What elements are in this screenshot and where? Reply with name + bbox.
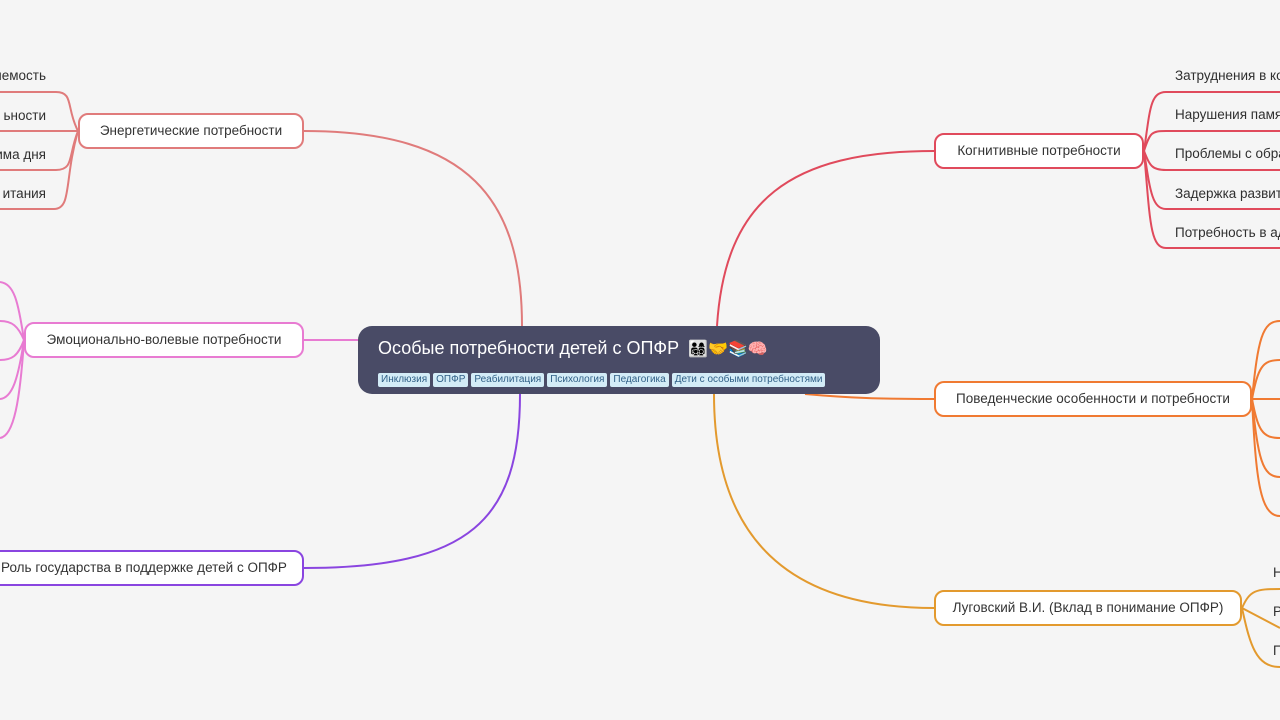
leaf-lugovsky-1[interactable]: Н — [1273, 565, 1280, 580]
branch-state[interactable]: Роль государства в поддержке детей с ОПФ… — [0, 550, 304, 586]
tag-pedagogy[interactable]: Педагогика — [610, 373, 669, 387]
tag-opfr[interactable]: ОПФР — [433, 373, 469, 387]
root-title: Особые потребности детей с ОПФР — [378, 338, 680, 358]
energy-connectors — [0, 91, 523, 327]
tag-rehabilitation[interactable]: Реабилитация — [471, 373, 545, 387]
branch-emotional[interactable]: Эмоционально-волевые потребности — [24, 322, 304, 358]
root-emoji: 👨‍👩‍👧‍👦🤝📚🧠 — [688, 339, 768, 358]
tag-psychology[interactable]: Психология — [547, 373, 608, 387]
emotional-connectors — [0, 281, 358, 439]
leaf-lugovsky-2[interactable]: Р — [1273, 604, 1280, 619]
branch-energy[interactable]: Энергетические потребности — [78, 113, 304, 149]
leaf-energy-1[interactable]: немость — [0, 68, 46, 83]
leaf-cognitive-3[interactable]: Проблемы с обра — [1175, 146, 1280, 161]
leaf-cognitive-2[interactable]: Нарушения памя — [1175, 107, 1280, 122]
root-title-row: Особые потребности детей с ОПФР 👨‍👩‍👧‍👦🤝… — [378, 336, 860, 361]
state-connectors — [303, 393, 521, 569]
tag-special-needs-children[interactable]: Дети с особыми потребностями — [671, 373, 826, 387]
branch-cognitive[interactable]: Когнитивные потребности — [934, 133, 1144, 169]
leaf-energy-3[interactable]: има дня — [0, 147, 46, 162]
branch-lugovsky[interactable]: Луговский В.И. (Вклад в понимание ОПФР) — [934, 590, 1242, 626]
leaf-cognitive-4[interactable]: Задержка развит — [1175, 186, 1280, 201]
leaf-cognitive-1[interactable]: Затруднения в ко — [1175, 68, 1280, 83]
cognitive-connectors — [716, 91, 1280, 327]
behavior-connectors — [804, 320, 1280, 517]
root-node[interactable]: Особые потребности детей с ОПФР 👨‍👩‍👧‍👦🤝… — [358, 326, 880, 394]
lugovsky-connectors — [713, 393, 1280, 668]
leaf-cognitive-5[interactable]: Потребность в ад — [1175, 225, 1280, 240]
tag-inclusion[interactable]: Инклюзия — [378, 373, 431, 387]
leaf-energy-4[interactable]: итания — [2, 186, 46, 201]
leaf-energy-2[interactable]: ьности — [3, 108, 46, 123]
branch-behavior[interactable]: Поведенческие особенности и потребности — [934, 381, 1252, 417]
leaf-lugovsky-3[interactable]: П — [1273, 643, 1280, 658]
